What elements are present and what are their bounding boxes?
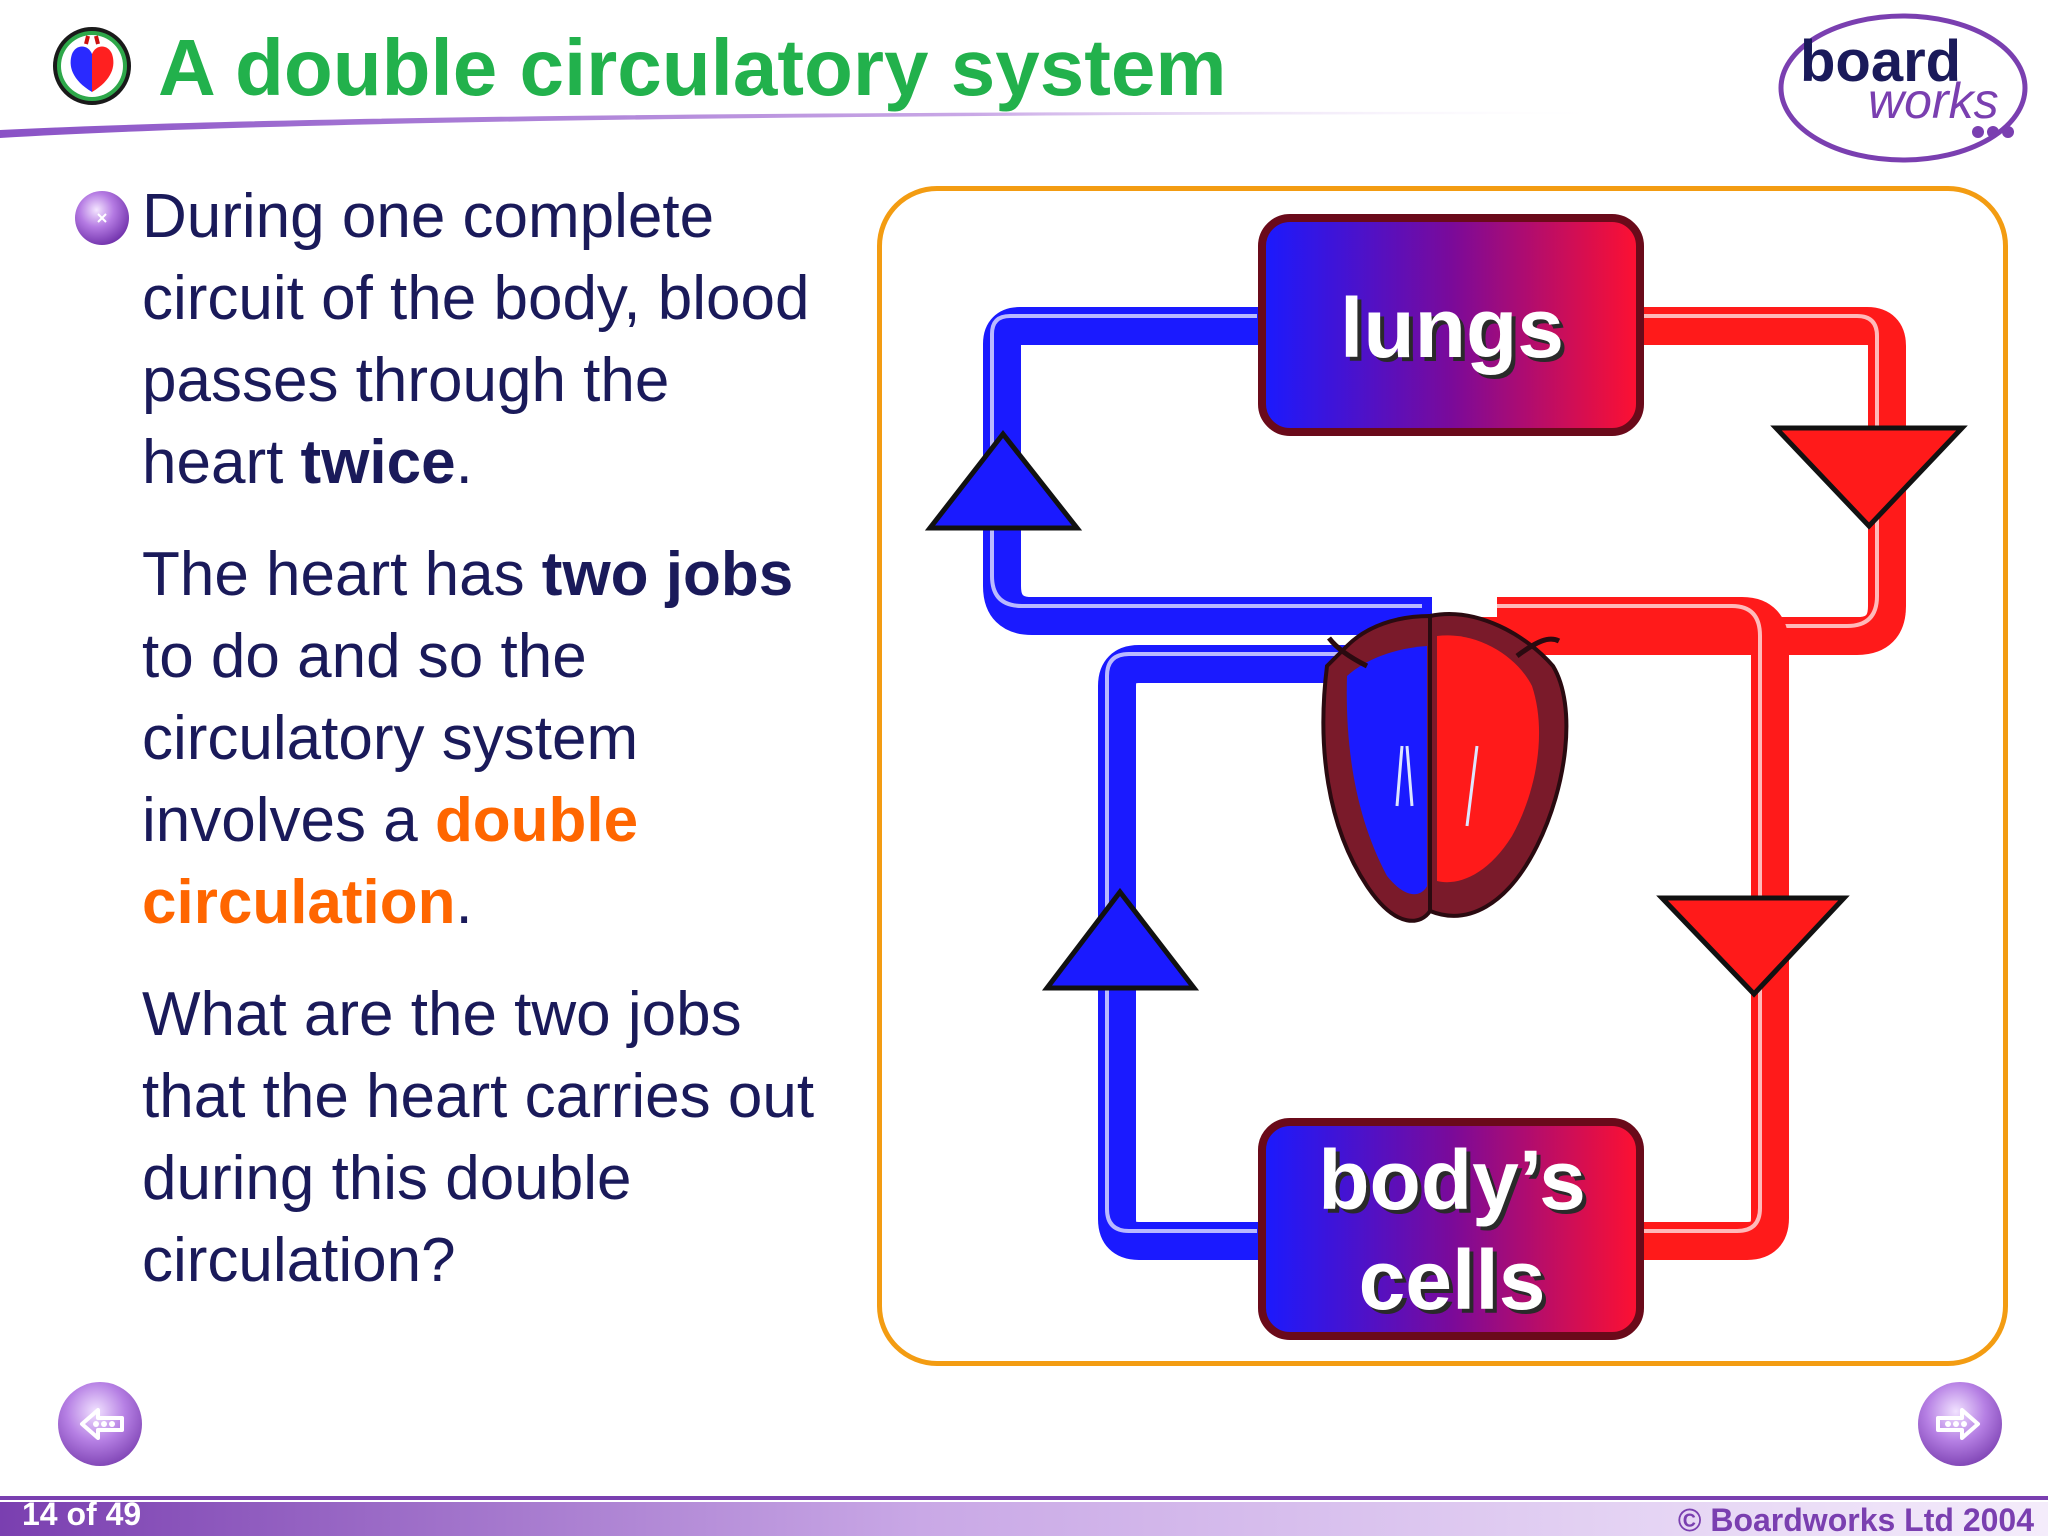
body-text: During one complete circuit of the body,… — [142, 176, 822, 1302]
heart-illustration — [1321, 612, 1569, 923]
page-title: A double circulatory system — [158, 23, 1227, 112]
logo-text-works: works — [1868, 73, 1999, 129]
next-slide-icon — [1936, 1408, 1980, 1440]
paragraph-3: What are the two jobs that the heart car… — [142, 980, 815, 1295]
slide-counter: 14 of 49 — [22, 1496, 142, 1532]
paragraph-1: During one complete circuit of the body,… — [142, 182, 810, 497]
body-cells-box — [1258, 1118, 1644, 1340]
copyright-text: © Boardworks Ltd 2004 — [1677, 1502, 2034, 1538]
paragraph-2: The heart has two jobs to do and so the … — [142, 540, 794, 937]
arrow-up-icon — [924, 429, 1083, 531]
title-underline — [0, 111, 1620, 138]
heart-icon — [53, 27, 131, 105]
arrow-up-icon — [1041, 887, 1200, 991]
footer-bar — [0, 1496, 2048, 1536]
lungs-label: lungs — [1340, 281, 1564, 375]
previous-slide-button[interactable] — [52, 1378, 152, 1478]
body-cells-label: body’s cells — [1318, 1133, 1586, 1327]
logo-text-board: board — [1800, 29, 1962, 94]
boardworks-logo — [1778, 13, 2028, 163]
circulation-diagram — [924, 214, 1968, 1340]
lungs-box — [1258, 214, 1644, 436]
previous-slide-icon — [80, 1408, 124, 1440]
arrow-down-icon — [1656, 895, 1850, 998]
next-slide-button[interactable] — [1908, 1378, 2008, 1478]
bullet-icon — [75, 191, 129, 245]
arrow-down-icon — [1770, 425, 1968, 530]
